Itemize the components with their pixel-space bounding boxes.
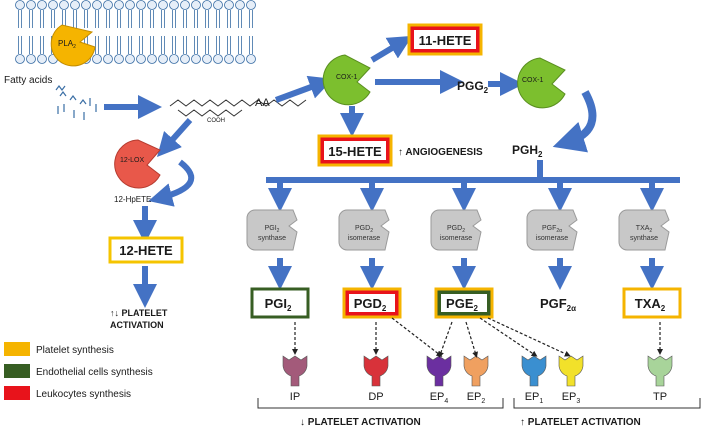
fatty-acids-label: Fatty acids xyxy=(4,75,52,86)
legend-swatch xyxy=(4,342,30,356)
arrow-aa-cox xyxy=(274,75,334,103)
product-label: TXA2 xyxy=(635,296,666,313)
receptor-ip: IP xyxy=(282,355,308,403)
lox12-enzyme: 12-LOX xyxy=(114,139,161,189)
activation-line2: ACTIVATION xyxy=(110,320,164,330)
receptor-label: EP2 xyxy=(467,391,486,405)
synthase-shape xyxy=(430,209,482,251)
hete12-box xyxy=(108,236,184,264)
receptor-shape xyxy=(558,355,584,387)
cox1-right-label: COX-1 xyxy=(522,77,544,84)
product-box-inner xyxy=(349,294,395,312)
receptor-links xyxy=(292,317,663,358)
receptor-label: DP xyxy=(368,391,383,403)
synthase-label: PGD2 xyxy=(355,225,373,234)
synthase-type: isomerase xyxy=(440,235,472,242)
synthase-shape xyxy=(338,209,390,251)
receptor-label: IP xyxy=(290,391,300,403)
angiogenesis-label: ↑ ANGIOGENESIS xyxy=(398,147,483,158)
cox1-left-enzyme: COX-1 xyxy=(322,54,371,106)
arrow-cox-11hete xyxy=(370,35,413,63)
hete11-label: 11-HETE xyxy=(419,33,472,48)
product-box xyxy=(250,287,310,319)
synthase-shape xyxy=(246,209,298,251)
receptor-shape xyxy=(282,355,308,387)
cell-membrane xyxy=(15,0,256,64)
product-label: PGF2α xyxy=(540,296,576,313)
receptor-shape xyxy=(463,355,489,387)
arachidonic-acid xyxy=(169,99,307,117)
hete15-label: 15-HETE xyxy=(328,144,382,159)
receptor-label: EP1 xyxy=(525,391,544,405)
aa-label: AA xyxy=(255,97,270,109)
synthase-type: synthase xyxy=(258,235,286,242)
receptor-ep2: EP2 xyxy=(463,355,489,405)
receptor-label: EP4 xyxy=(430,391,449,405)
synthase-type: isomerase xyxy=(348,235,380,242)
pgh2-label: PGH2 xyxy=(512,143,543,159)
synthase-label: PGD2 xyxy=(447,225,465,234)
product-label: PGI2 xyxy=(265,296,292,313)
pla2-enzyme: PLA2 xyxy=(50,24,96,67)
cox1-left-label: COX-1 xyxy=(336,74,358,81)
receptor-shape xyxy=(521,355,547,387)
receptor-dp: DP xyxy=(363,355,389,403)
arrow-aa-lox xyxy=(157,118,193,157)
receptor-label: EP3 xyxy=(562,391,581,405)
product-box xyxy=(622,287,682,319)
hete12-label: 12-HETE xyxy=(119,243,173,258)
synthase-shape xyxy=(618,209,670,251)
synthase-shape xyxy=(526,209,578,251)
arrow-lox-loop xyxy=(148,159,195,207)
legend-swatch xyxy=(4,386,30,400)
product-label: PGD2 xyxy=(354,296,387,313)
hete15-box-inner xyxy=(324,141,386,160)
up-activation-label: ↑ PLATELET ACTIVATION xyxy=(520,417,641,428)
synthase-label: TXA2 xyxy=(636,225,653,234)
legend-label: Platelet synthesis xyxy=(36,345,114,356)
pla2-label: PLA2 xyxy=(58,39,76,50)
up-bracket xyxy=(513,398,701,409)
down-bracket xyxy=(257,398,504,409)
receptor-ep3: EP3 xyxy=(558,355,584,405)
arrow-cox-pgh xyxy=(552,90,597,153)
legend-label: Endothelial cells synthesis xyxy=(36,367,153,378)
receptor-ep4: EP4 xyxy=(426,355,452,405)
legend-label: Leukocytes synthesis xyxy=(36,389,131,400)
receptor-shape xyxy=(363,355,389,387)
lox12-label: 12-LOX xyxy=(120,157,144,164)
hete11-box-inner xyxy=(414,30,476,49)
synthase-type: synthase xyxy=(630,235,658,242)
down-activation-label: ↓ PLATELET ACTIVATION xyxy=(300,417,421,428)
fatty-acid-chains xyxy=(55,85,97,120)
synthase-type: isomerase xyxy=(536,235,568,242)
cooh-label: COOH xyxy=(207,118,225,124)
receptor-shape xyxy=(426,355,452,387)
synthase-label: PGF2α xyxy=(542,225,562,234)
receptor-tp: TP xyxy=(647,355,673,403)
hpete-label: 12-HpETE xyxy=(114,195,151,204)
product-box-inner xyxy=(441,294,487,312)
legend-swatch xyxy=(4,364,30,378)
receptor-label: TP xyxy=(653,391,667,403)
receptor-shape xyxy=(647,355,673,387)
cox1-right-enzyme: COX-1 xyxy=(517,57,566,109)
pgg2-label: PGG2 xyxy=(457,79,489,95)
product-label: PGE2 xyxy=(446,296,478,313)
synthase-label: PGI2 xyxy=(265,225,280,234)
receptor-ep1: EP1 xyxy=(521,355,547,405)
activation-line1: ↑↓ PLATELET xyxy=(110,308,168,318)
